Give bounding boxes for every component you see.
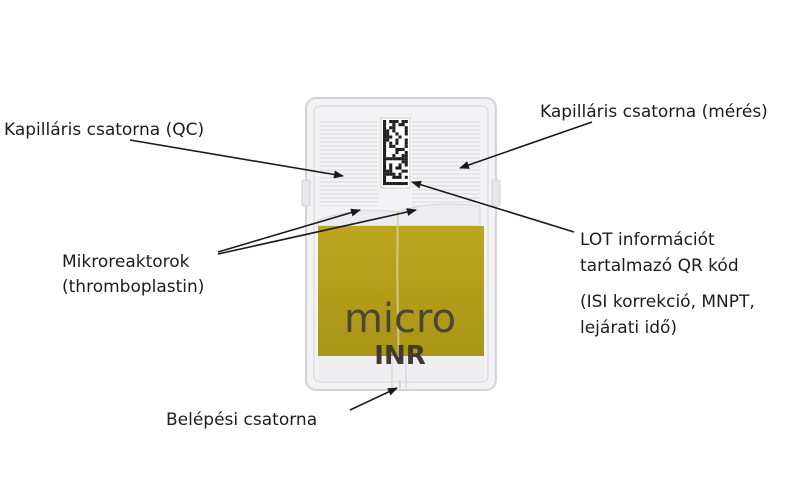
brand-inr: INR: [374, 341, 425, 371]
arrow-qc-channel: [129, 139, 344, 179]
arrow-microreactor-right: [217, 208, 417, 255]
label-qc-channel: Kapilláris csatorna (QC): [4, 120, 205, 140]
label-entry-channel: Belépési csatorna: [166, 410, 318, 430]
arrow-measure-channel: [459, 121, 593, 169]
reagent-pad: [318, 226, 484, 356]
label-measure-channel: Kapilláris csatorna (mérés): [540, 102, 768, 122]
label-lot-line1: LOT információt: [580, 230, 715, 250]
arrow-entry-channel: [349, 387, 398, 411]
label-isi-line2: lejárati idő): [580, 318, 678, 338]
brand-micro: micro: [344, 296, 456, 342]
label-isi-line1: (ISI korrekció, MNPT,: [580, 292, 755, 312]
qr-code: [380, 117, 411, 189]
arrow-qr-code: [411, 180, 575, 233]
label-microreactors-line1: Mikroreaktorok: [62, 252, 190, 272]
chip-inner-frame: [313, 105, 489, 383]
label-lot-line2: tartalmazó QR kód: [580, 256, 739, 276]
label-microreactors-line2: (thromboplastin): [62, 277, 205, 297]
capillary-channel-qc: [320, 120, 378, 206]
arrow-microreactor-left: [217, 208, 361, 253]
microreactor-junction: [317, 203, 481, 227]
